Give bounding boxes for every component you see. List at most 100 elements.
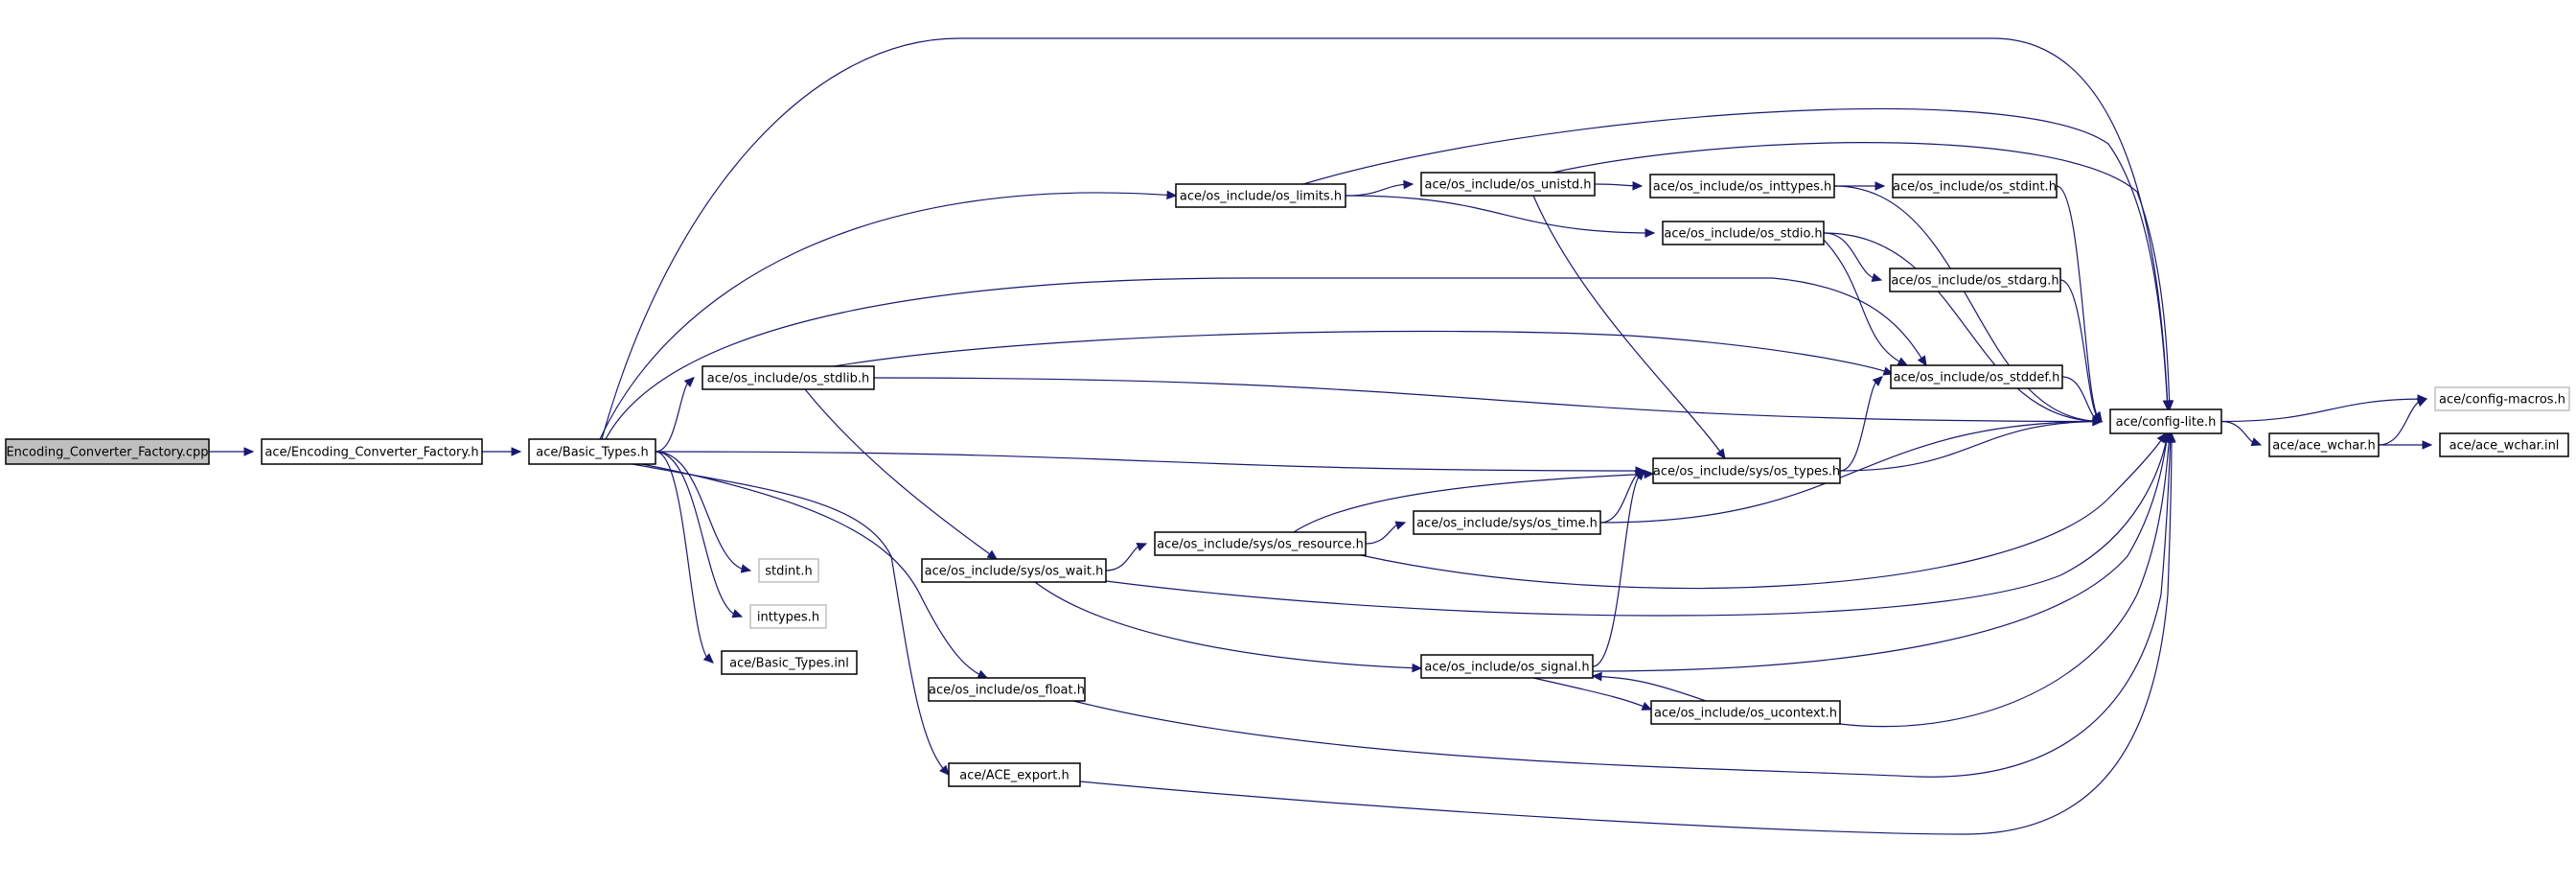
node-encoding_h[interactable]: ace/Encoding_Converter_Factory.h — [261, 438, 483, 465]
edge-os_unistd-to-config_lite — [1552, 142, 2174, 411]
node-box — [2109, 408, 2222, 434]
edge-sys_time-to-config_lite — [1599, 416, 2104, 524]
node-label: ace/os_include/sys/os_resource.h — [1157, 538, 1364, 552]
arrowhead — [1874, 181, 1886, 191]
node-label: ace/os_include/os_float.h — [929, 684, 1085, 698]
node-label: ace/os_include/os_stddef.h — [1894, 371, 2060, 385]
node-os_stdlib[interactable]: ace/os_include/os_stdlib.h — [702, 365, 875, 390]
node-label: stdint.h — [765, 565, 812, 579]
edge-line — [2220, 398, 2427, 423]
edge-basic_types-to-os_stdlib — [655, 377, 695, 453]
node-label: ace/os_include/os_stdint.h — [1893, 180, 2057, 195]
node-box — [528, 438, 656, 465]
node-inttypes: inttypes.h — [749, 604, 827, 629]
edge-line — [655, 451, 751, 571]
edge-line — [1839, 432, 2171, 728]
node-label: ace/os_include/os_stdio.h — [1664, 227, 1822, 242]
node-box — [1892, 174, 2058, 198]
edge-line — [641, 463, 988, 679]
arrowhead — [2250, 437, 2263, 447]
edge-line — [1823, 239, 1908, 366]
arrowhead — [2164, 400, 2174, 411]
edge-basic_types-to-inttypes — [655, 451, 744, 618]
node-basic_types[interactable]: ace/Basic_Types.h — [528, 438, 656, 465]
edge-os_signal-to-sys_types — [1592, 470, 1645, 667]
edge-line — [599, 192, 1177, 440]
edges-layer — [209, 37, 2433, 835]
node-ace_export[interactable]: ace/ACE_export.h — [948, 762, 1081, 787]
edge-line — [1072, 432, 2172, 778]
node-sys_time[interactable]: ace/os_include/sys/os_time.h — [1413, 510, 1601, 535]
node-os_inttypes[interactable]: ace/os_include/os_inttypes.h — [1649, 174, 1835, 198]
arrowhead — [683, 377, 695, 387]
edge-os_stdarg-to-config_lite — [2059, 279, 2103, 423]
edge-os_signal-to-os_ucontext — [1532, 677, 1653, 711]
node-box — [921, 558, 1107, 583]
node-os_stdio[interactable]: ace/os_include/os_stdio.h — [1662, 221, 1825, 245]
node-ace_wchar_inl[interactable]: ace/ace_wchar.inl — [2439, 432, 2569, 457]
arrowhead — [1871, 272, 1883, 283]
node-sys_resource[interactable]: ace/os_include/sys/os_resource.h — [1154, 531, 1367, 556]
edge-os_stdio-to-os_stddef — [1823, 239, 1909, 366]
node-os_unistd[interactable]: ace/os_include/os_unistd.h — [1420, 172, 1596, 197]
node-box — [2439, 432, 2569, 457]
edge-line — [1345, 183, 1414, 197]
node-os_float[interactable]: ace/os_include/os_float.h — [928, 677, 1086, 702]
edge-line — [1592, 432, 2169, 672]
node-box — [1650, 700, 1841, 725]
node-basic_inl[interactable]: ace/Basic_Types.inl — [721, 650, 858, 675]
node-box — [1175, 183, 1346, 208]
node-box — [721, 650, 858, 675]
node-box — [5, 438, 210, 465]
node-sys_types[interactable]: ace/os_include/sys/os_types.h — [1652, 457, 1841, 484]
arrowhead — [1644, 228, 1656, 238]
edge-line — [1823, 232, 2103, 423]
edge-sys_resource-to-sys_types — [1293, 469, 1655, 533]
node-label: ace/os_include/os_inttypes.h — [1653, 180, 1832, 195]
node-label: ace/os_include/sys/os_time.h — [1416, 517, 1598, 531]
node-label: ace/os_include/os_stdlib.h — [707, 372, 869, 386]
node-box — [1420, 654, 1594, 679]
arrowhead — [1872, 376, 1883, 386]
node-os_ucontext[interactable]: ace/os_include/os_ucontext.h — [1650, 700, 1841, 725]
node-box — [2434, 386, 2570, 411]
node-os_limits[interactable]: ace/os_include/os_limits.h — [1175, 183, 1346, 208]
arrowhead — [731, 609, 744, 618]
node-label: Encoding_Converter_Factory.cpp — [6, 446, 208, 460]
node-box — [261, 438, 483, 465]
node-os_stdint[interactable]: ace/os_include/os_stdint.h — [1892, 174, 2058, 198]
node-box — [749, 604, 827, 629]
node-label: ace/os_include/os_stdarg.h — [1891, 274, 2058, 289]
node-encoding_cpp[interactable]: Encoding_Converter_Factory.cpp — [5, 438, 210, 465]
node-label: ace/Basic_Types.inl — [729, 657, 849, 671]
edge-line — [1345, 195, 1655, 234]
node-box — [1889, 268, 2061, 292]
edge-line — [655, 451, 743, 618]
node-label: ace/os_include/sys/os_wait.h — [925, 565, 1104, 579]
arrowhead — [977, 669, 989, 679]
edge-sys_types-to-os_stddef — [1839, 376, 1883, 472]
edge-os_unistd-to-sys_types — [1532, 195, 1726, 459]
arrowhead — [1632, 181, 1644, 191]
node-label: ace/os_include/sys/os_types.h — [1653, 465, 1840, 479]
nodes-layer: Encoding_Converter_Factory.cpp ace/Encodi… — [5, 172, 2570, 787]
edge-line — [1599, 420, 2103, 524]
node-os_signal[interactable]: ace/os_include/os_signal.h — [1420, 654, 1594, 679]
edge-sys_wait-to-config_lite — [1105, 431, 2171, 617]
edge-line — [2378, 398, 2427, 446]
node-sys_wait[interactable]: ace/os_include/sys/os_wait.h — [921, 558, 1107, 583]
edge-line — [873, 377, 2103, 423]
node-config_lite[interactable]: ace/config-lite.h — [2109, 408, 2222, 434]
node-os_stdarg[interactable]: ace/os_include/os_stdarg.h — [1889, 268, 2061, 292]
edge-line — [632, 463, 950, 776]
edge-os_stdint-to-config_lite — [2056, 185, 2103, 423]
node-os_stddef[interactable]: ace/os_include/os_stddef.h — [1890, 364, 2063, 389]
node-box — [2268, 432, 2380, 457]
edge-config_lite-to-ace_wchar_h — [2220, 420, 2263, 447]
edge-line — [2059, 279, 2103, 423]
edge-os_unistd-to-os_inttypes — [1594, 181, 1644, 191]
edge-encoding_cpp-to-encoding_h — [209, 447, 255, 456]
node-ace_wchar_h[interactable]: ace/ace_wchar.h — [2268, 432, 2380, 457]
arrowhead — [2167, 431, 2176, 443]
node-label: ace/ACE_export.h — [959, 769, 1069, 783]
